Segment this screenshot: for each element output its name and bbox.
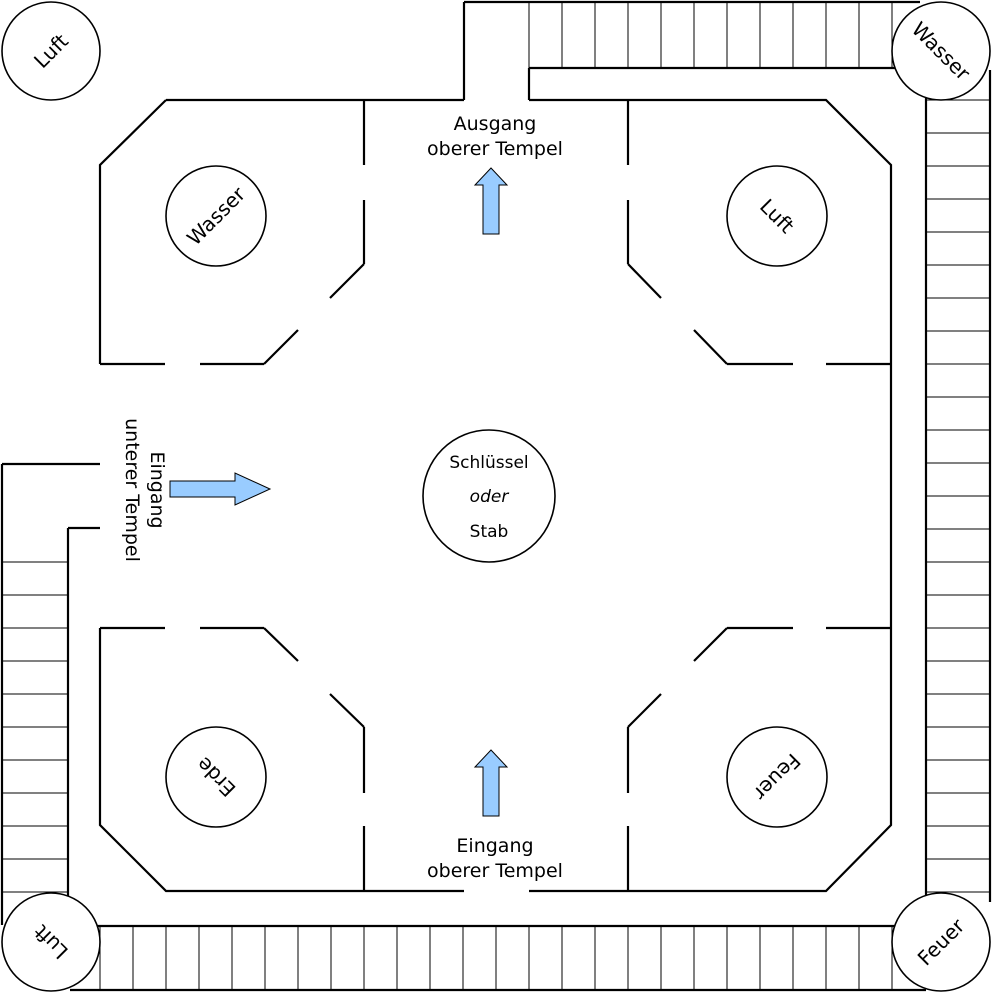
stairs-left xyxy=(2,561,68,893)
arrow-up-exit xyxy=(473,167,509,235)
entrance-upper-label-line2: oberer Tempel xyxy=(427,860,563,882)
corner-pillar-top-left: Luft xyxy=(1,1,101,101)
corner-pillar-top-right: Wasser xyxy=(891,1,991,101)
stairs-top xyxy=(528,2,893,68)
room-pillar-bottom-right: Feuer xyxy=(726,726,828,828)
stairs-bottom xyxy=(99,926,893,990)
arrow-up-entrance xyxy=(473,749,509,817)
entrance-lower-label-line1: Eingang xyxy=(146,451,168,528)
room-pillar-top-right: Luft xyxy=(726,165,828,267)
entrance-lower-label-line2: unterer Tempel xyxy=(121,418,143,562)
center-pillar-line3: Stab xyxy=(470,522,509,542)
room-pillar-bottom-left: Erde xyxy=(165,726,267,828)
arrow-right-entrance xyxy=(169,472,272,506)
stairs-right xyxy=(926,99,990,893)
center-pillar-line2: oder xyxy=(470,487,510,507)
corner-pillar-bottom-left: Luft xyxy=(1,892,101,992)
entrance-upper-label-line1: Eingang xyxy=(456,835,533,857)
room-pillar-top-left: Wasser xyxy=(165,165,267,267)
entrance-lower-label: Eingang unterer Tempel xyxy=(121,418,168,562)
center-pillar-line1: Schlüssel xyxy=(449,453,528,473)
center-pillar: Schlüssel oder Stab xyxy=(422,429,556,563)
corner-pillar-bottom-right: Feuer xyxy=(891,892,991,992)
temple-walls xyxy=(98,98,893,893)
exit-upper-label-line2: oberer Tempel xyxy=(427,138,563,160)
exit-upper-label-line1: Ausgang xyxy=(454,113,537,135)
